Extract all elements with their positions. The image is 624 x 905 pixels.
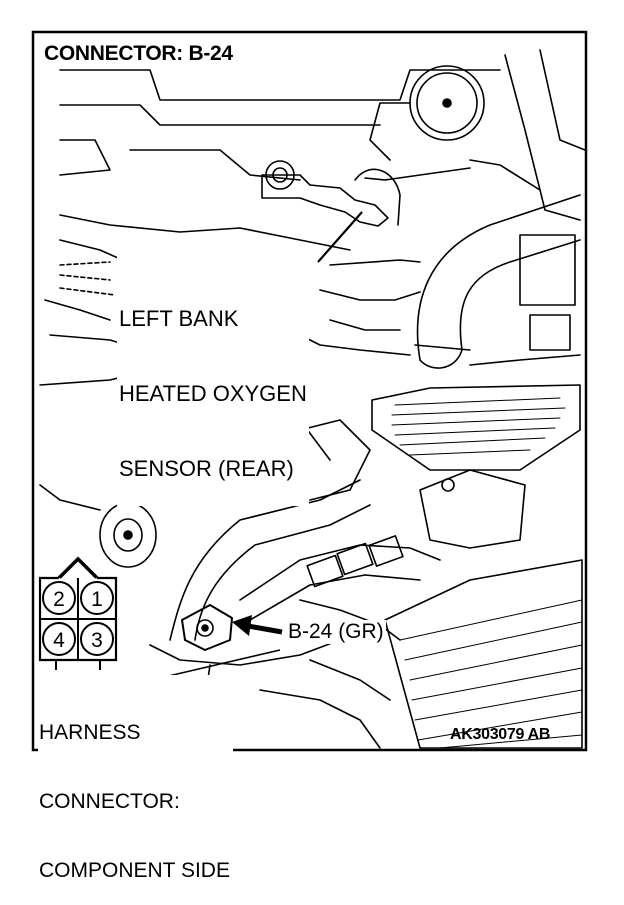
harness-label-line-2: CONNECTOR: [39, 790, 180, 813]
diagram-title: CONNECTOR: B-24 [44, 42, 233, 65]
pin-3: 3 [91, 629, 103, 652]
sensor-leader-line [317, 211, 363, 263]
sensor-label: LEFT BANK HEATED OXYGEN SENSOR (REAR) [117, 256, 309, 506]
connector-callout-label: B-24 (GR) [286, 620, 386, 644]
sensor-label-line-1: LEFT BANK [119, 306, 239, 331]
harness-leader-line [159, 649, 281, 679]
connector-pin-diagram: 2 1 4 3 [38, 556, 118, 670]
pin-1: 1 [91, 588, 103, 611]
harness-label-line-1: HARNESS [39, 721, 141, 744]
connector-callout-arrow [232, 615, 283, 636]
sensor-label-line-2: HEATED OXYGEN [119, 381, 307, 406]
diagram-canvas: 2 1 4 3 [31, 30, 588, 752]
pin-2: 2 [53, 588, 65, 611]
sensor-label-line-3: SENSOR (REAR) [119, 456, 294, 481]
figure-code: AK303079 AB [450, 726, 551, 743]
harness-connector-label: HARNESS CONNECTOR: COMPONENT SIDE [38, 675, 233, 905]
pin-4: 4 [53, 629, 65, 652]
harness-label-line-3: COMPONENT SIDE [39, 859, 230, 882]
